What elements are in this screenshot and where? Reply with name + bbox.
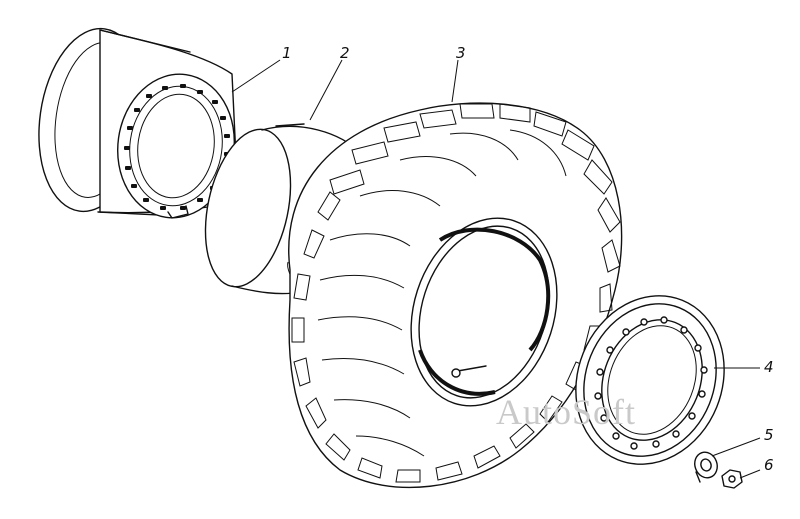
leader-lines [231,59,761,479]
callout-tire: 3 [456,44,466,62]
flange-bolt-holes [594,316,708,450]
washer [694,451,718,483]
flange-ring [575,295,725,465]
watermark: AutoSoft [496,392,636,432]
callout-rim: 1 [282,44,292,62]
callout-flap: 2 [340,44,350,62]
callout-washer: 5 [764,426,774,444]
nut [721,469,743,489]
callout-flange: 4 [764,358,774,376]
tire [288,102,623,489]
callout-nut: 6 [764,456,774,474]
tire-tread [291,103,621,483]
